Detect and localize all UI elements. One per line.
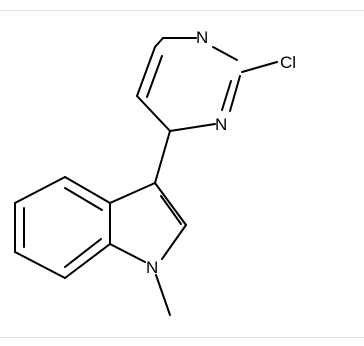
- bond-n1-c2: [212, 46, 238, 61]
- bond-c2-cl: [241, 61, 278, 73]
- bond-c6-c7: [14, 251, 66, 279]
- atom-indole-n: N: [146, 258, 158, 277]
- bond-c2-n1: [161, 224, 187, 260]
- bond-c6-n1-inner: [154, 37, 164, 48]
- bond-c3-c2-inner: [160, 195, 182, 225]
- bond-c2-n3: [229, 75, 241, 112]
- bond-n1-c7a: [109, 243, 146, 263]
- bond-c3a-c4: [64, 176, 111, 204]
- bond-c3-c2: [154, 182, 187, 226]
- top-divider: [0, 10, 364, 11]
- bond-n3-c4: [169, 123, 216, 132]
- bond-c5-c6: [136, 46, 156, 97]
- atom-n1: N: [196, 28, 208, 47]
- bond-n-methyl: [155, 274, 171, 316]
- bond-c4-c5: [136, 95, 171, 132]
- bond-c4-c5: [14, 176, 66, 204]
- bond-c3a-c3: [109, 182, 156, 204]
- bond-c5-c6-inner: [146, 55, 163, 98]
- atom-chlorine: Cl: [280, 53, 296, 72]
- bond-pyrimidine-indole: [154, 130, 171, 184]
- bottom-divider: [0, 337, 364, 338]
- bond-c2-n3-inner: [221, 80, 232, 111]
- atom-n3: N: [215, 115, 227, 134]
- bond-c7-c7a-inner: [64, 238, 102, 268]
- bond-c3a-c4-inner: [64, 187, 103, 211]
- bond-c7-c7a: [64, 243, 111, 279]
